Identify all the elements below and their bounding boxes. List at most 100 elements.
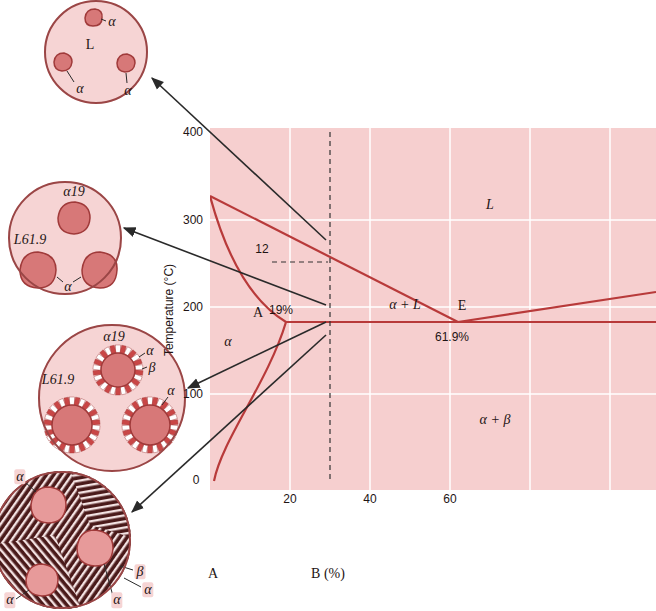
region-label: α + L: [389, 297, 421, 312]
region-label: A: [208, 566, 218, 581]
phase-label: α: [4, 593, 15, 608]
grid: [210, 128, 656, 490]
drawing-stroke: [57, 277, 63, 282]
micrograph-circle: α19L61.9 α: [8, 181, 122, 295]
phase-label: α: [14, 469, 25, 484]
axis-tick-label: 19%: [269, 304, 293, 317]
drawing-stroke: [124, 228, 326, 305]
drawing-stroke: [54, 9, 135, 72]
drawing-stroke: [73, 277, 81, 282]
phase-plot: [210, 128, 656, 490]
eutectic-ring: [44, 345, 178, 453]
lamella: [44, 425, 52, 430]
phase-label: α: [142, 582, 153, 597]
lamella: [122, 425, 130, 430]
axis-tick-label: 0: [193, 474, 200, 487]
drawing-stroke: [0, 535, 85, 611]
drawing-stroke: [16, 590, 29, 599]
phase-label: α: [108, 14, 115, 29]
axis-tick-label: 200: [183, 301, 203, 314]
phase-label: α: [124, 83, 131, 98]
phase-label: β: [135, 564, 146, 579]
phase-label: α19: [103, 329, 124, 344]
axis-tick-label: 60: [443, 493, 456, 506]
lamella: [148, 445, 153, 453]
lamella: [70, 397, 75, 405]
drawing-stroke: [58, 202, 90, 234]
phase-label: α19: [63, 184, 84, 199]
drawing-stroke: [26, 487, 113, 596]
drawing-stroke: [210, 393, 656, 395]
axis-tick-label: 12: [255, 243, 268, 256]
lamella: [170, 420, 178, 425]
drawing-stroke: [67, 71, 74, 82]
drawing-stroke: [272, 261, 328, 262]
drawing-stroke: [139, 353, 145, 357]
axis-tick-label: 61.9%: [435, 331, 469, 344]
drawing-stroke: [52, 353, 170, 445]
drawing-stroke: [8, 181, 122, 295]
axis-tick-label: 400: [183, 126, 203, 139]
region-label: B (%): [311, 566, 345, 581]
drawing-stroke: [101, 19, 106, 21]
drawing-stroke: [104, 564, 113, 596]
phase-label: α: [76, 81, 83, 96]
micrograph-1: [44, 0, 148, 104]
lamella: [70, 445, 75, 453]
drawing-stroke: [101, 353, 135, 387]
phase-label: L61.9: [14, 232, 46, 247]
phase-boundaries: [210, 196, 656, 481]
drawing-stroke: [188, 322, 326, 388]
drawing-stroke: [77, 530, 113, 566]
lamella: [116, 387, 121, 395]
phase-label: α: [146, 343, 153, 358]
region-label: α: [224, 334, 231, 349]
axis-title: Temperature (°C): [163, 264, 176, 356]
drawing-stroke: [609, 128, 611, 490]
phase-label: L61.9: [42, 372, 74, 387]
drawing-stroke: [139, 353, 168, 405]
drawing-stroke: [369, 128, 371, 490]
region-label: L: [486, 197, 494, 212]
drawing-stroke: [25, 482, 36, 492]
lamella: [148, 397, 153, 405]
region-label: E: [458, 298, 467, 313]
drawing-stroke: [54, 53, 72, 71]
micrograph-4: [0, 468, 141, 611]
micrograph-circle: αLαα: [44, 0, 148, 104]
phase-label: α: [64, 279, 71, 294]
phase-label: α: [111, 593, 122, 608]
drawing-stroke: [82, 252, 117, 288]
micrograph-2: [8, 181, 122, 295]
drawing-stroke: [132, 335, 326, 512]
plot-ground: [210, 128, 656, 490]
drawing-stroke: [0, 468, 140, 611]
lamella: [93, 370, 101, 376]
drawing-stroke: [130, 405, 170, 445]
drawing-stroke: [117, 54, 135, 72]
drawing-stroke: [85, 9, 102, 26]
drawing-stroke: [162, 397, 168, 405]
drawing-stroke: [31, 487, 66, 523]
phase-label: L: [86, 37, 95, 52]
liquidus: [458, 292, 656, 322]
phase-label: β: [149, 360, 156, 375]
drawing-stroke: [152, 78, 326, 240]
liquidus: [210, 196, 458, 322]
drawing-stroke: [126, 73, 127, 83]
axis-tick-label: 40: [363, 493, 376, 506]
solidus: [210, 196, 286, 322]
drawing-stroke: [329, 132, 330, 481]
drawing-stroke: [120, 566, 133, 570]
drawing-stroke: [52, 405, 92, 445]
drawing-stroke: [210, 219, 656, 221]
phase-label: α: [167, 383, 174, 398]
drawing-stroke: [67, 19, 127, 83]
axis-tick-label: 20: [283, 493, 296, 506]
lamella: [116, 345, 121, 353]
eutectic-line: [286, 321, 656, 323]
axis-tick-label: 100: [183, 388, 203, 401]
micrograph-circle: αβααα: [0, 471, 131, 609]
